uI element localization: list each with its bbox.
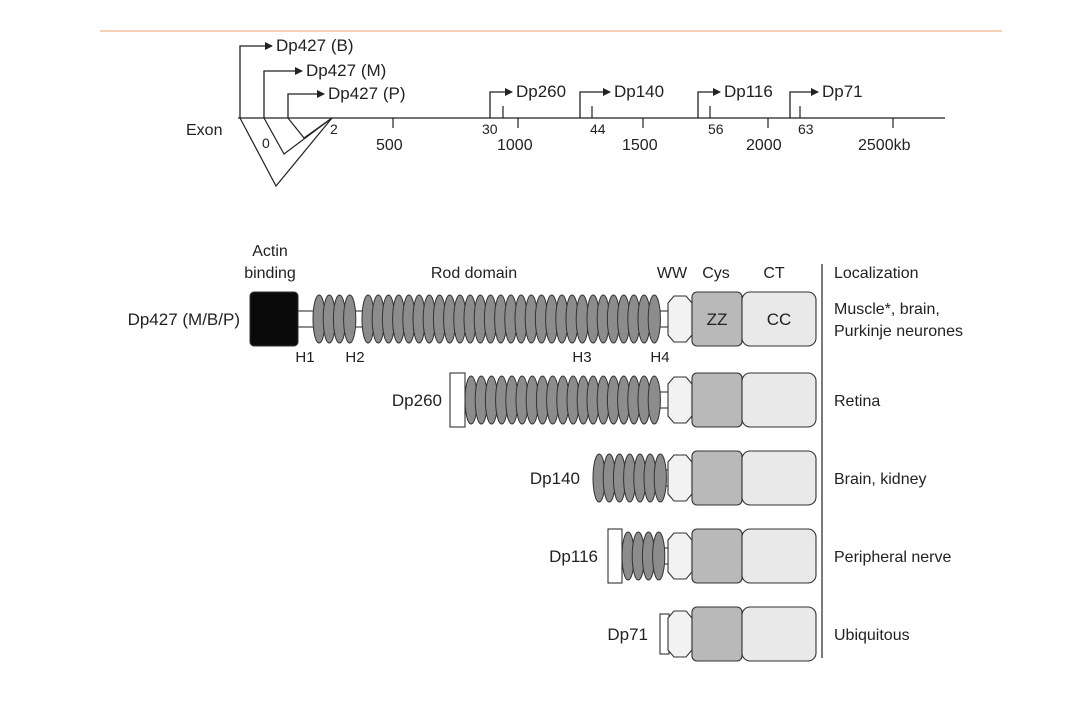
exon-number-56: 56: [708, 121, 724, 137]
exon-number-44: 44: [590, 121, 606, 137]
promoter-arrow-dp427p: [287, 90, 325, 118]
dp116-name-label: Dp116: [549, 547, 598, 566]
dp427-localization-label: Purkinje neurones: [834, 323, 963, 340]
isoform-dp71: Dp71 Ubiquitous: [607, 606, 910, 662]
exon-marks: [502, 106, 801, 118]
splice-line-b: [239, 117, 333, 188]
scale-label-2500kb: 2500kb: [858, 137, 911, 154]
promoter-arrow-dp427m: [263, 67, 303, 118]
dp260-cys-zz-domain: [691, 372, 743, 428]
header-cys: Cys: [702, 265, 730, 282]
zz-label: ZZ: [707, 310, 728, 329]
promoter-label-dp71: Dp71: [822, 82, 863, 101]
cc-label: CC: [767, 310, 792, 329]
protein-section: Actin binding Rod domain WW Cys CT Local…: [128, 243, 963, 662]
exon-number-0: 0: [262, 135, 270, 151]
promoter-label-dp260: Dp260: [516, 82, 566, 101]
dp260-localization-label: Retina: [834, 393, 880, 410]
dp260-ww-domain: [667, 376, 693, 424]
rod-dp260-b-repeat: [647, 375, 661, 425]
header-rod-domain: Rod domain: [431, 265, 517, 282]
dp260-unique-n-terminus: [449, 372, 466, 428]
dp260-ct-cc-domain: [741, 372, 817, 428]
exon-number-63: 63: [798, 121, 814, 137]
dp260-name-label: Dp260: [392, 391, 442, 410]
isoform-dp260: Dp260 Retina: [392, 372, 880, 428]
header-ww: WW: [657, 265, 688, 282]
scale-ticks: [392, 118, 894, 128]
dp140-localization-label: Brain, kidney: [834, 471, 927, 488]
dp116-cys-zz-domain: [691, 528, 743, 584]
promoter-label-dp116: Dp116: [724, 82, 773, 101]
promoter-label-dp427m: Dp427 (M): [306, 61, 386, 80]
dp116-ww-domain: [667, 532, 693, 580]
hinge-label-h3: H3: [572, 349, 591, 366]
actin-binding-domain: [249, 291, 299, 347]
scale-label-1000: 1000: [497, 137, 533, 154]
dp140-name-label: Dp140: [530, 469, 580, 488]
gene-map: Exon 500 1000 1500 2000 2500kb 0 2 30 44…: [186, 36, 945, 188]
dp116-unique-n-terminus: [607, 528, 623, 584]
rod-dp427-a-repeat: [343, 294, 357, 344]
header-actin-binding-line2: binding: [244, 265, 296, 282]
promoter-label-dp427p: Dp427 (P): [328, 84, 405, 103]
rod-dp116-repeat: [652, 531, 666, 581]
exon-number-30: 30: [482, 121, 498, 137]
promoter-arrows: [239, 42, 819, 118]
dp116-localization-label: Peripheral nerve: [834, 549, 952, 566]
promoter-arrow-dp260: [489, 88, 513, 118]
promoter-label-dp427b: Dp427 (B): [276, 36, 353, 55]
isoform-dp427: ZZ CC Dp427 (M/B/P) Muscle*, brain, Purkinje…: [128, 291, 963, 347]
dp71-localization-label: Ubiquitous: [834, 627, 910, 644]
isoform-dp140: Dp140 Brain, kidney: [530, 450, 927, 506]
header-localization: Localization: [834, 265, 919, 282]
dp140-ct-cc-domain: [741, 450, 817, 506]
isoform-dp116: Dp116 Peripheral nerve: [549, 528, 952, 584]
dp140-ww-domain: [667, 454, 693, 502]
dp427-ct-cc-domain: [741, 291, 817, 347]
exon-number-2: 2: [330, 121, 338, 137]
scale-label-2000: 2000: [746, 137, 782, 154]
dp140-cys-zz-domain: [691, 450, 743, 506]
dp427-name-label: Dp427 (M/B/P): [128, 310, 240, 329]
header-ct: CT: [763, 265, 785, 282]
scale-label-500: 500: [376, 137, 403, 154]
dp71-name-label: Dp71: [607, 625, 648, 644]
dp427-localization-label: Muscle*, brain,: [834, 301, 940, 318]
hinge-label-h1: H1: [295, 349, 314, 366]
splice-line-m: [263, 117, 333, 155]
hinge-label-h2: H2: [345, 349, 364, 366]
rod-dp140-repeat: [653, 453, 667, 503]
dp427-ww-domain: [667, 295, 693, 343]
isoform-bars: ZZ CC Dp427 (M/B/P) Muscle*, brain, Purkinje…: [128, 291, 963, 662]
promoter-label-dp140: Dp140: [614, 82, 664, 101]
dp71-cys-zz-domain: [691, 606, 743, 662]
dp116-ct-cc-domain: [741, 528, 817, 584]
hinge-label-h4: H4: [650, 349, 669, 366]
exon-label: Exon: [186, 122, 222, 139]
dp71-ct-cc-domain: [741, 606, 817, 662]
promoter-arrow-dp140: [579, 88, 611, 118]
dp71-ww-domain: [667, 610, 693, 658]
splice-lines: [239, 117, 333, 188]
rod-dp427-c-repeat: [647, 294, 661, 344]
splice-line-p: [287, 117, 333, 139]
scale-label-1500: 1500: [622, 137, 658, 154]
promoter-arrow-dp116: [697, 88, 721, 118]
promoter-arrow-dp427b: [239, 42, 273, 118]
header-actin-binding-line1: Actin: [252, 243, 288, 260]
promoter-arrow-dp71: [789, 88, 819, 118]
